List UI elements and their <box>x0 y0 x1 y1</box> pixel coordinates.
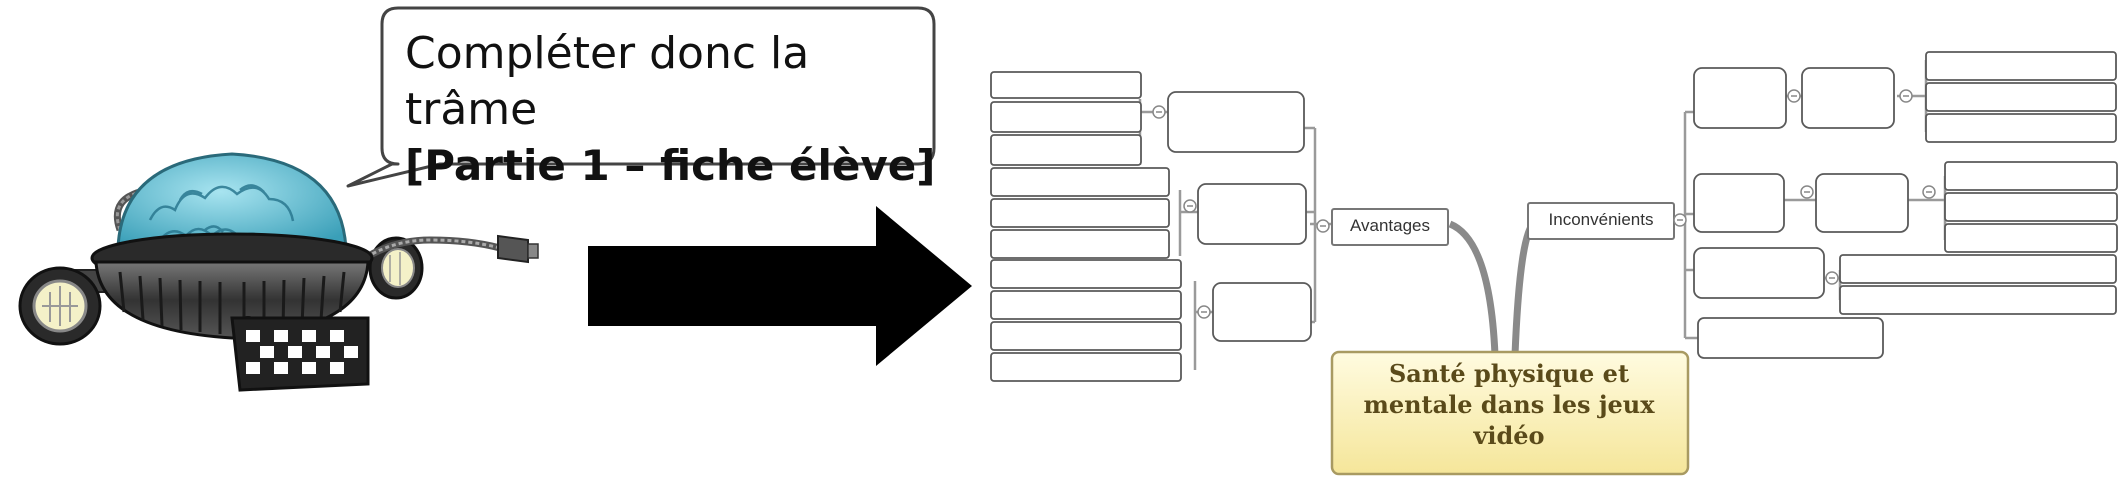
empty-node[interactable] <box>990 167 1170 197</box>
empty-node[interactable] <box>1693 67 1787 129</box>
speech-bubble-text: Compléter donc la trâme [Partie 1 – fich… <box>405 26 945 194</box>
empty-node[interactable] <box>1815 173 1909 233</box>
empty-node[interactable] <box>1167 91 1305 153</box>
robot-plug-icon <box>497 234 539 264</box>
speech-bubble <box>346 6 936 188</box>
empty-node[interactable] <box>1197 183 1307 245</box>
empty-node[interactable] <box>1839 254 2117 284</box>
empty-node[interactable] <box>990 352 1182 382</box>
central-topic-node[interactable] <box>1330 350 1690 476</box>
empty-node[interactable] <box>1693 173 1785 233</box>
bubble-line-2: [Partie 1 – fiche élève] <box>405 141 936 190</box>
empty-node[interactable] <box>1925 82 2117 112</box>
empty-node[interactable] <box>1839 285 2117 315</box>
empty-node[interactable] <box>1944 161 2118 191</box>
empty-node[interactable] <box>1944 223 2118 253</box>
branch-label-inconvenients: Inconvénients <box>1548 210 1654 229</box>
empty-node[interactable] <box>990 71 1142 99</box>
empty-node[interactable] <box>990 198 1170 228</box>
empty-node[interactable] <box>1697 317 1884 359</box>
robot-left-lamp-icon <box>18 266 131 346</box>
robot-checker-pad-icon <box>230 316 370 392</box>
robot-right-lamp-icon <box>368 236 424 300</box>
central-topic-label: Santé physique et mentale dans les jeux … <box>1363 359 1655 450</box>
empty-node[interactable] <box>1925 51 2117 81</box>
arrow-right-icon <box>588 206 972 366</box>
mindmap-empty-nodes <box>990 51 2118 382</box>
bubble-line-1: Compléter donc la trâme <box>405 28 810 135</box>
empty-node[interactable] <box>990 321 1182 351</box>
branch-label-avantages: Avantages <box>1349 216 1431 235</box>
empty-node[interactable] <box>990 290 1182 320</box>
empty-node[interactable] <box>1944 192 2118 222</box>
empty-node[interactable] <box>990 229 1170 259</box>
empty-node[interactable] <box>1801 67 1895 129</box>
robot-illustration-icon <box>18 152 539 392</box>
empty-node[interactable] <box>990 259 1182 289</box>
branch-node-avantages[interactable] <box>1331 208 1449 246</box>
empty-node[interactable] <box>1693 247 1825 299</box>
empty-node[interactable] <box>990 101 1142 133</box>
empty-node[interactable] <box>1925 113 2117 143</box>
empty-node[interactable] <box>1212 282 1312 342</box>
empty-node[interactable] <box>990 134 1142 166</box>
